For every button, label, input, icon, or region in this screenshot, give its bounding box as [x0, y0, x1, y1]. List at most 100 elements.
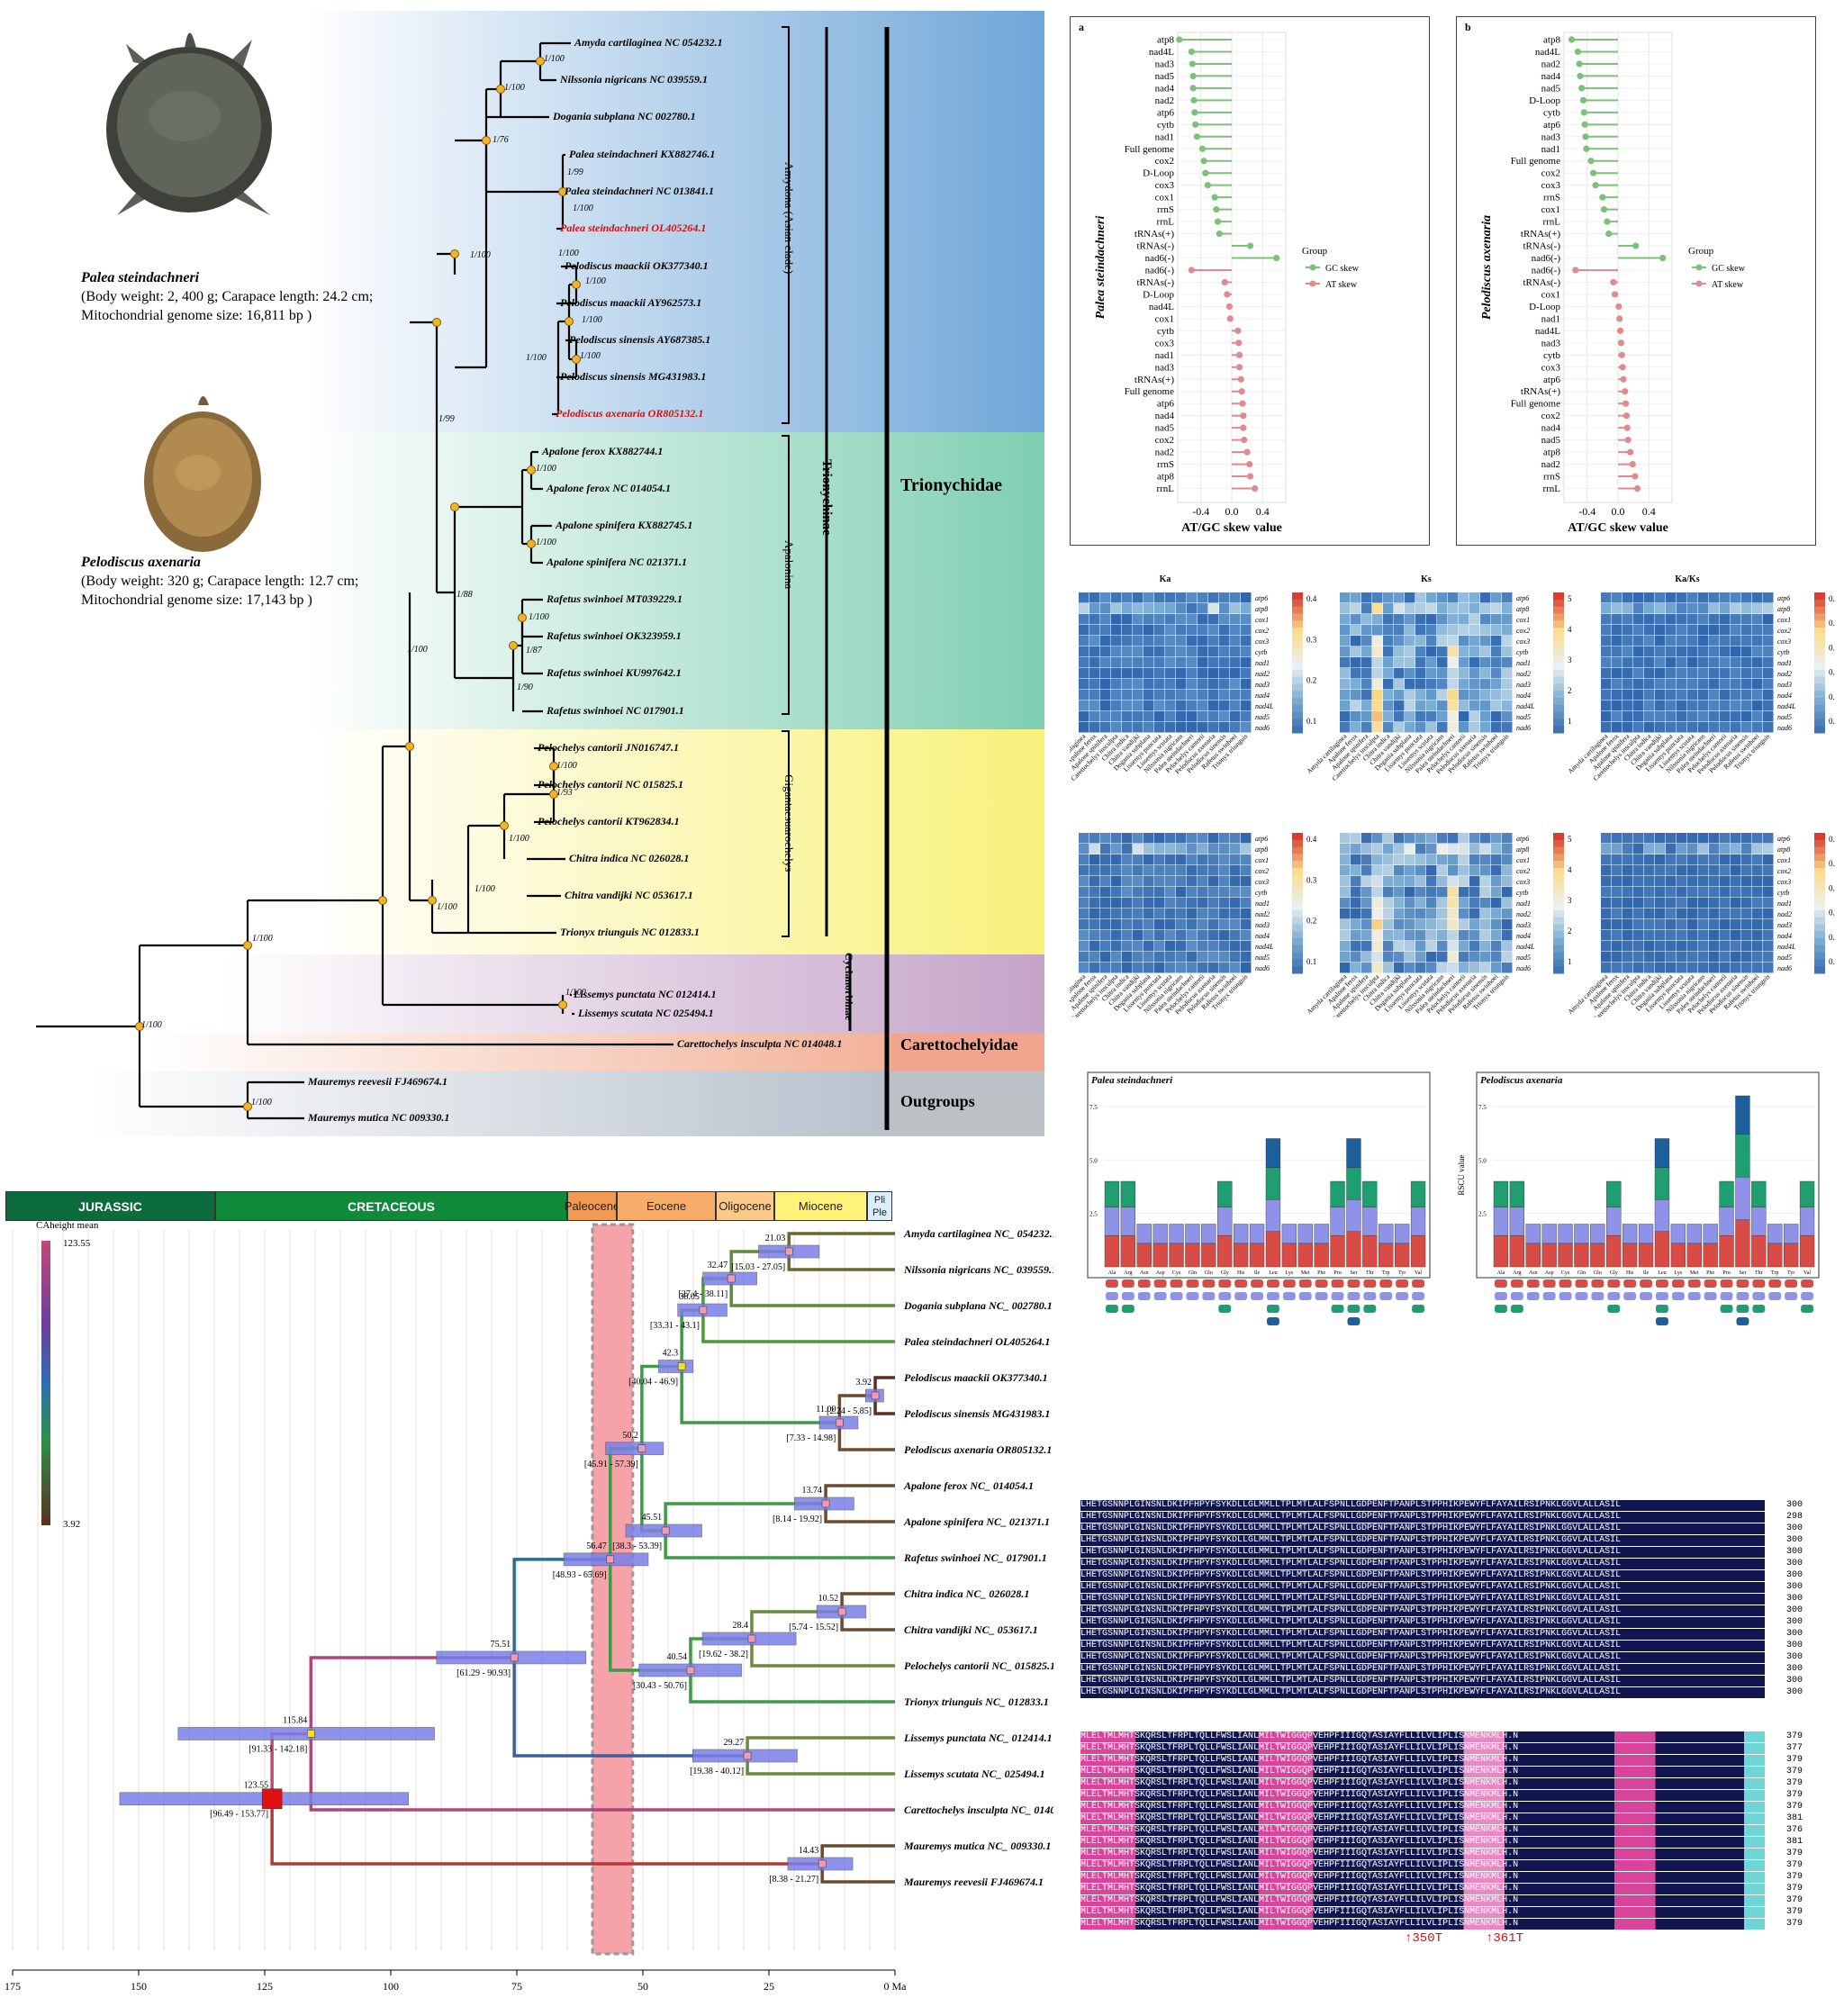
heatmap-cell: [1383, 657, 1394, 668]
heatmap-cell: [1612, 844, 1623, 854]
heatmap-cell: [1437, 865, 1448, 876]
heatmap-cell: [1612, 646, 1623, 657]
heatmap-cell: [1351, 963, 1361, 973]
rscu-bar-segment: [1346, 1167, 1361, 1200]
heatmap-cell: [1655, 919, 1666, 930]
heatmap-cell: [1219, 625, 1230, 636]
rscu-bar-segment: [1297, 1243, 1313, 1268]
heatmap-cell: [1731, 636, 1741, 646]
lollipop-point: [1622, 388, 1629, 395]
rscu-category-label: His: [1237, 1270, 1245, 1276]
heatmap-cell: [1612, 592, 1623, 603]
scale-segment: [1814, 868, 1825, 876]
heatmap-cell: [1709, 701, 1720, 711]
heatmap-cell: [1208, 646, 1219, 657]
heatmap-cell: [1405, 625, 1415, 636]
heatmap-cell: [1198, 887, 1208, 898]
category-label: tRNAs(-): [1136, 241, 1174, 252]
heatmap-cell: [1372, 657, 1383, 668]
category-label: Full genome: [1125, 144, 1174, 155]
codon-chip: [1121, 1305, 1134, 1313]
heatmap-cell: [1230, 887, 1241, 898]
heatmap-cell: [1176, 887, 1187, 898]
category-label: cytb: [1543, 107, 1560, 118]
rscu-category-label: Lys: [1286, 1270, 1294, 1276]
heatmap-cell: [1752, 657, 1763, 668]
heatmap-cell: [1089, 668, 1100, 679]
support-value: 1/100: [580, 351, 601, 361]
rscu-bar-segment: [1201, 1243, 1216, 1268]
heatmap-cell: [1437, 854, 1448, 865]
node-age-marker: [699, 1306, 708, 1315]
category-label: cox3: [1541, 180, 1561, 191]
heatmap-cell: [1612, 614, 1623, 625]
heatmap-cell: [1502, 909, 1513, 919]
species1-genome: Mitochondrial genome size: 16,811 bp ): [81, 308, 312, 323]
heatmap-cell: [1176, 952, 1187, 963]
codon-chip: [1736, 1279, 1749, 1288]
node-age-marker: [686, 1666, 695, 1675]
rscu-bar-segment: [1104, 1234, 1120, 1268]
scale-segment: [1814, 889, 1825, 897]
heatmap-cell: [1731, 625, 1741, 636]
node-marker: [565, 317, 574, 326]
scale-segment: [1292, 938, 1303, 946]
heatmap-row-label: nad1: [1255, 659, 1270, 667]
heatmap-cell: [1165, 657, 1176, 668]
rscu-bar-segment: [1525, 1243, 1541, 1268]
heatmap-cell: [1187, 833, 1198, 844]
node-age-marker: [261, 1788, 283, 1809]
heatmap-cell: [1698, 592, 1709, 603]
heatmap-cell: [1469, 930, 1480, 941]
heatmap-cell: [1405, 963, 1415, 973]
heatmap-cell: [1154, 865, 1165, 876]
node-hpd-label: [38.3 - 53.39]: [612, 1541, 662, 1551]
x-axis-label: AT/GC skew value: [1568, 521, 1668, 535]
scale-segment: [1292, 599, 1303, 608]
heatmap-cell: [1219, 701, 1230, 711]
heatmap-cell: [1133, 963, 1143, 973]
scale-segment: [1814, 839, 1825, 848]
heatmap-cell: [1644, 722, 1655, 733]
heatmap-cell: [1394, 625, 1405, 636]
clade-label-trionychinae: Trionychinae: [819, 459, 834, 536]
heatmap-cell: [1372, 898, 1383, 909]
heatmap-cell: [1752, 711, 1763, 722]
heatmap-cell: [1372, 833, 1383, 844]
heatmap-cell: [1100, 909, 1111, 919]
heatmap-cell: [1165, 876, 1176, 887]
heatmap-cell: [1426, 701, 1437, 711]
heatmap-cell: [1111, 668, 1122, 679]
hpd-bar: [658, 1360, 694, 1373]
category-label: cox1: [1541, 289, 1560, 300]
heatmap-cell: [1100, 930, 1111, 941]
heatmap-cell: [1644, 941, 1655, 952]
heatmap-cell: [1154, 625, 1165, 636]
lollipop-point: [1192, 121, 1199, 128]
panel-letter: b: [1465, 21, 1471, 33]
heatmap-cell: [1219, 592, 1230, 603]
alignment-position: 377: [1786, 1743, 1803, 1753]
heatmap-cell: [1165, 887, 1176, 898]
heatmap-cell: [1122, 930, 1133, 941]
codon-chip: [1315, 1292, 1328, 1300]
heatmap-cell: [1122, 833, 1133, 844]
heatmap-cell: [1198, 701, 1208, 711]
heatmap-cell: [1394, 844, 1405, 854]
lollipop-point: [1189, 85, 1197, 92]
heatmap-cell: [1644, 690, 1655, 701]
heatmap-cell: [1459, 952, 1469, 963]
heatmap-cell: [1666, 636, 1677, 646]
heatmap-cell: [1502, 898, 1513, 909]
alignment-position: 379: [1786, 1860, 1803, 1870]
heatmap-cell: [1241, 690, 1252, 701]
heatmap-cell: [1361, 854, 1372, 865]
heatmap-cell: [1623, 963, 1633, 973]
heatmap-cell: [1720, 876, 1731, 887]
node-age-label: 75.51: [491, 1640, 511, 1650]
heatmap-cell: [1698, 854, 1709, 865]
heatmap-cell: [1655, 930, 1666, 941]
heatmap-cell: [1448, 636, 1459, 646]
heatmap-cell: [1459, 854, 1469, 865]
heatmap-cell: [1361, 887, 1372, 898]
